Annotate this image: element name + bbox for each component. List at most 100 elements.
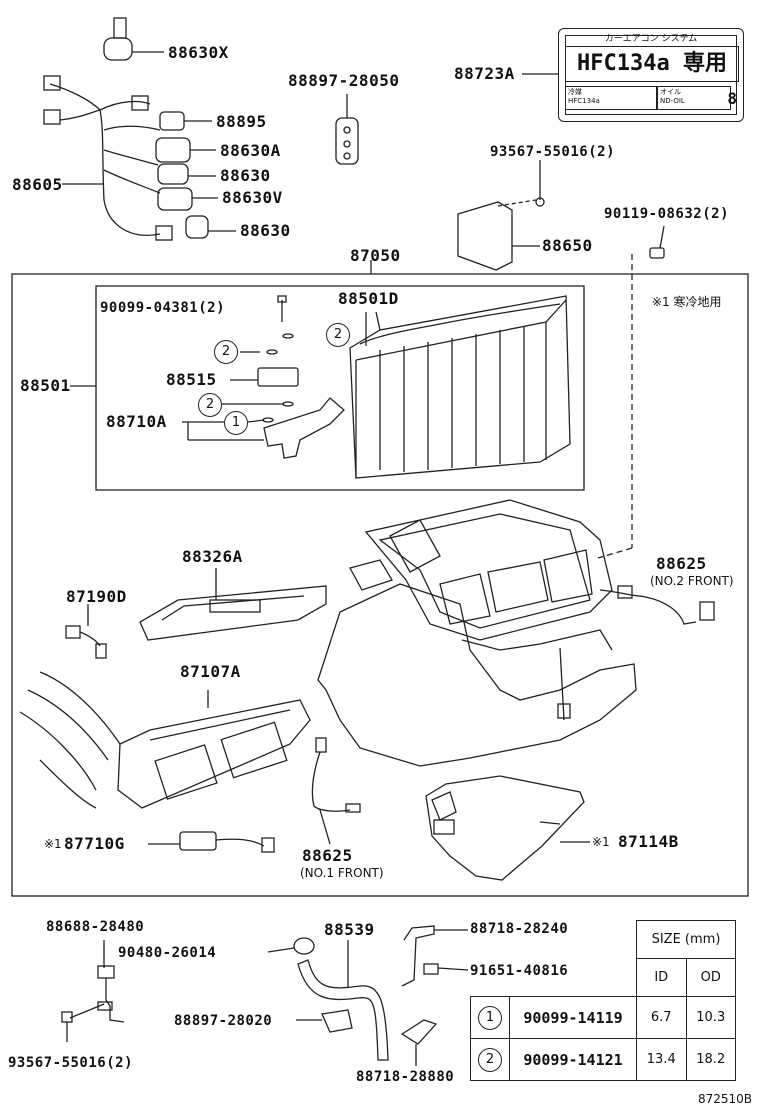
part-label-88897-28050: 88897-28050 [288,71,400,90]
part-label-87710g: 87710G [64,834,125,853]
part-label-88688-28480: 88688-28480 [46,919,145,935]
bracket-88688-28480-drawing [61,940,125,1042]
part-label-88630-lower: 88630 [240,221,291,240]
size-row-part: 90099-14121 [509,1038,637,1081]
ref-circle-2-a: 2 [326,323,350,347]
part-label-88723a: 88723A [454,64,515,83]
size-table-col-id: ID [636,958,687,997]
part-label-88515: 88515 [166,370,217,389]
size-table-blank-2 [471,959,637,997]
label-refrigerant-caption: 冷媒 [568,88,582,96]
grommet-90480-26014-drawing [293,937,315,955]
part-label-88501d: 88501D [338,289,399,308]
size-row-part: 90099-14119 [509,996,637,1039]
cushion-88897-28020-drawing [296,1009,353,1033]
size-row-id: 13.4 [636,1038,687,1081]
switch-88630-lower-drawing [185,215,236,239]
screw-91651-40816-drawing [423,963,469,975]
part-label-88625-no2: 88625 [656,554,707,573]
part-label-88895: 88895 [216,112,267,131]
part-label-88625-no1: 88625 [302,846,353,865]
part-label-91651-40816: 91651-40816 [470,963,569,979]
ref-circle-2-c: 2 [198,393,222,417]
label-refrigerant-text: HFC134a 専用 [565,46,739,82]
switch-88630-drawing [157,163,216,185]
size-row-od: 10.3 [685,996,736,1039]
part-label-88897-28020: 88897-28020 [174,1013,273,1029]
heater-core-87107a-drawing [19,671,311,809]
relay-88895-drawing [159,111,212,131]
pressure-switch-88630x-drawing [103,17,164,61]
unit-87050-frame [11,273,749,897]
part-label-88501: 88501 [20,376,71,395]
sensor-87710g-drawing [148,831,275,853]
no1-front-note: (NO.1 FRONT) [300,866,384,880]
part-label-90099-04381: 90099-04381(2) [100,300,226,316]
evaporator-88501-frame [95,285,585,491]
no2-front-note: (NO.2 FRONT) [650,574,734,588]
size-row-ref-circle: 1 [478,1005,502,1030]
duct-87114b-drawing [425,775,590,881]
switch-88630v-drawing [157,187,218,211]
label-oil-value: ND-OIL [660,97,685,105]
heater-case-drawing [317,499,715,767]
part-label-88710a: 88710A [106,412,167,431]
part-label-87114b: 87114B [618,832,679,851]
part-label-87190d: 87190D [66,587,127,606]
ref-circle-2-b: 2 [214,340,238,364]
part-label-88630v: 88630V [222,188,283,207]
tube-88710a-drawing [263,397,345,459]
amplifier-88650-drawing [457,160,545,271]
label-refrigerant-value: HFC134a [568,97,600,105]
evaporator-core-drawing [349,295,571,479]
cover-88326a-drawing [139,568,327,641]
label-oil-number: 8 [727,89,737,108]
size-row-id: 6.7 [636,996,687,1039]
sensor-87190d-drawing [65,604,107,659]
grommet-88897-28050-drawing [335,94,359,165]
size-table: SIZE (mm) ID OD 1 90099-14119 6.7 10.3 2… [470,920,736,1081]
cold-region-note: ※1 寒冷地用 [652,295,722,309]
clamp-88718-28240-drawing [401,925,468,987]
size-row-ref-cell: 1 [470,996,510,1039]
bolt-90119-08632-drawing [597,225,665,559]
part-label-88630a: 88630A [220,141,281,160]
part-label-93567-55016: 93567-55016(2) [490,144,616,160]
label-system-text: カーエアコン システム [604,34,698,44]
diagram-id: 872510B [698,1092,753,1106]
part-label-88718-28240: 88718-28240 [470,921,569,937]
size-row-od: 18.2 [685,1038,736,1081]
part-label-88630x: 88630X [168,43,229,62]
part-label-88539: 88539 [324,920,375,939]
part-label-87107a: 87107A [180,662,241,681]
mark-87710g: ※1 [44,837,62,851]
part-label-88718-28880: 88718-28880 [356,1069,455,1085]
size-row-ref-cell: 2 [470,1038,510,1081]
part-label-88630-upper: 88630 [220,166,271,185]
part-label-93567-55016-lower: 93567-55016(2) [8,1055,134,1071]
size-row-ref-circle: 2 [478,1047,502,1072]
label-oil-caption: オイル [660,88,681,96]
size-table-blank [471,921,637,959]
switch-88630a-drawing [155,137,216,163]
size-table-header: SIZE (mm) [636,920,736,959]
size-table-col-od: OD [685,958,736,997]
sensor-88625-no1-drawing [311,737,361,845]
part-label-87050: 87050 [350,246,401,265]
part-label-88326a: 88326A [182,547,243,566]
ref-circle-1: 1 [224,411,248,435]
part-label-90480-26014: 90480-26014 [118,945,217,961]
clamp-88718-28880-drawing [400,1019,438,1066]
size-table-row: 2 90099-14121 13.4 18.2 [470,1038,736,1081]
mark-87114b: ※1 [592,835,610,849]
size-table-row: 1 90099-14119 6.7 10.3 [470,996,736,1039]
part-label-88605: 88605 [12,175,63,194]
wire-harness-88605-drawing [43,75,173,241]
part-label-90119-08632: 90119-08632(2) [604,206,730,222]
expansion-valve-88515-drawing [257,367,299,387]
drain-hose-88539-drawing [297,940,389,1061]
